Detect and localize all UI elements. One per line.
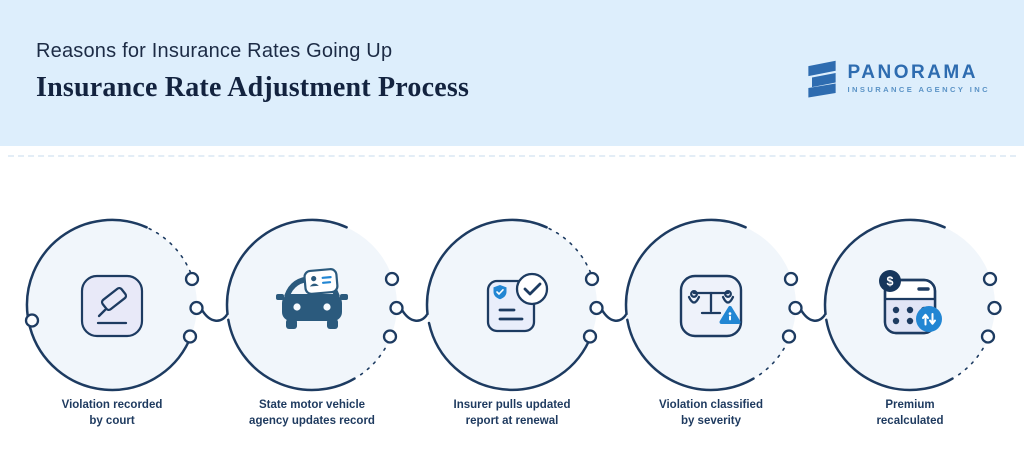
car-id-card-icon [276,268,348,329]
id-card-icon [303,268,339,295]
check-circle-icon [515,272,549,306]
report-check-icon [486,272,549,333]
logo-mark-icon [808,60,837,98]
scales-info-icon [679,274,743,338]
logo-tagline: INSURANCE AGENCY INC [847,84,990,94]
calculator-adjust-icon: $ [879,270,942,335]
logo-name: PANORAMA [847,61,978,83]
step-3-label: Insurer pulls updated report at renewal [453,399,571,428]
page-title: Insurance Rate Adjustment Process [36,72,470,103]
step-5-circle: $ [823,218,1002,392]
process-diagram: $ [24,218,1002,392]
step-3-circle [425,218,628,392]
connector-4-5 [799,308,827,322]
step-4-label: Violation classified by severity [659,399,763,428]
step-1-circle [24,218,229,392]
step-2-label: State motor vehicle agency updates recor… [249,399,375,428]
svg-text:$: $ [887,275,894,289]
step-2-circle [225,218,429,392]
up-down-arrows-badge-icon [916,306,942,332]
info-badge-icon [719,306,741,324]
company-logo: PANORAMA INSURANCE AGENCY INC [806,58,990,98]
connector-3-4 [600,308,628,322]
dotted-separator [8,155,1016,157]
gavel-icon [80,274,144,338]
page-subtitle: Reasons for Insurance Rates Going Up [36,40,393,62]
header-band: Reasons for Insurance Rates Going Up Ins… [0,0,1024,146]
step-1-label: Violation recorded by court [61,399,163,428]
connector-2-3 [400,308,429,322]
dollar-badge-icon: $ [879,270,901,292]
step-4-circle [624,218,827,392]
connector-1-2 [200,308,229,322]
step-5-label: Premium recalculated [876,399,944,428]
